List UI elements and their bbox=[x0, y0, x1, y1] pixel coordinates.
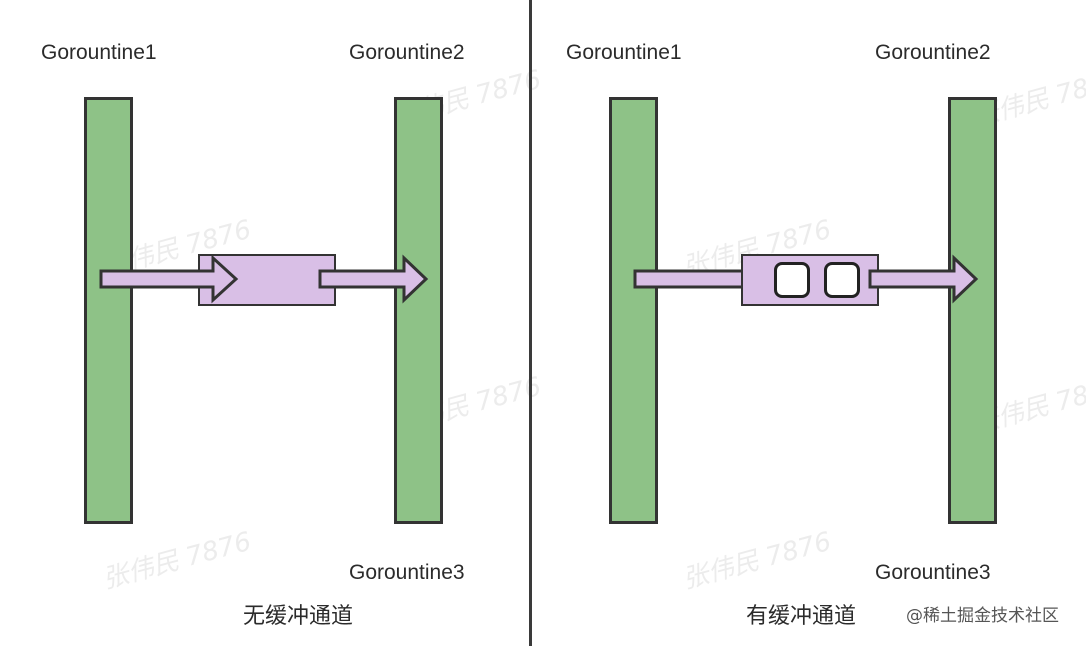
goroutine2-bar bbox=[948, 97, 997, 524]
buffer-slot bbox=[824, 262, 860, 298]
receive-arrow bbox=[868, 254, 979, 304]
buffer-slot bbox=[774, 262, 810, 298]
unbuffered-channel-panel: Gorountine1 Gorountine2 Gorountine3 无缓冲通… bbox=[0, 0, 530, 646]
buffered-caption: 有缓冲通道 bbox=[746, 604, 857, 629]
source-credit: @稀土掘金技术社区 bbox=[906, 606, 1059, 626]
goroutine1-label: Gorountine1 bbox=[41, 41, 157, 64]
buffered-channel bbox=[741, 254, 879, 306]
send-arrow bbox=[99, 254, 239, 304]
goroutine1-bar bbox=[84, 97, 133, 524]
goroutine3-label: Gorountine3 bbox=[349, 561, 465, 584]
receive-arrow bbox=[318, 254, 429, 304]
goroutine1-bar bbox=[609, 97, 658, 524]
goroutine2-label: Gorountine2 bbox=[875, 41, 991, 64]
unbuffered-caption: 无缓冲通道 bbox=[243, 604, 354, 629]
buffered-channel-panel: Gorountine1 Gorountine2 Gorountine3 有缓冲通… bbox=[532, 0, 1086, 646]
goroutine1-label: Gorountine1 bbox=[566, 41, 682, 64]
goroutine2-bar bbox=[394, 97, 443, 524]
panel-divider bbox=[529, 0, 532, 646]
goroutine2-label: Gorountine2 bbox=[349, 41, 465, 64]
goroutine3-label: Gorountine3 bbox=[875, 561, 991, 584]
